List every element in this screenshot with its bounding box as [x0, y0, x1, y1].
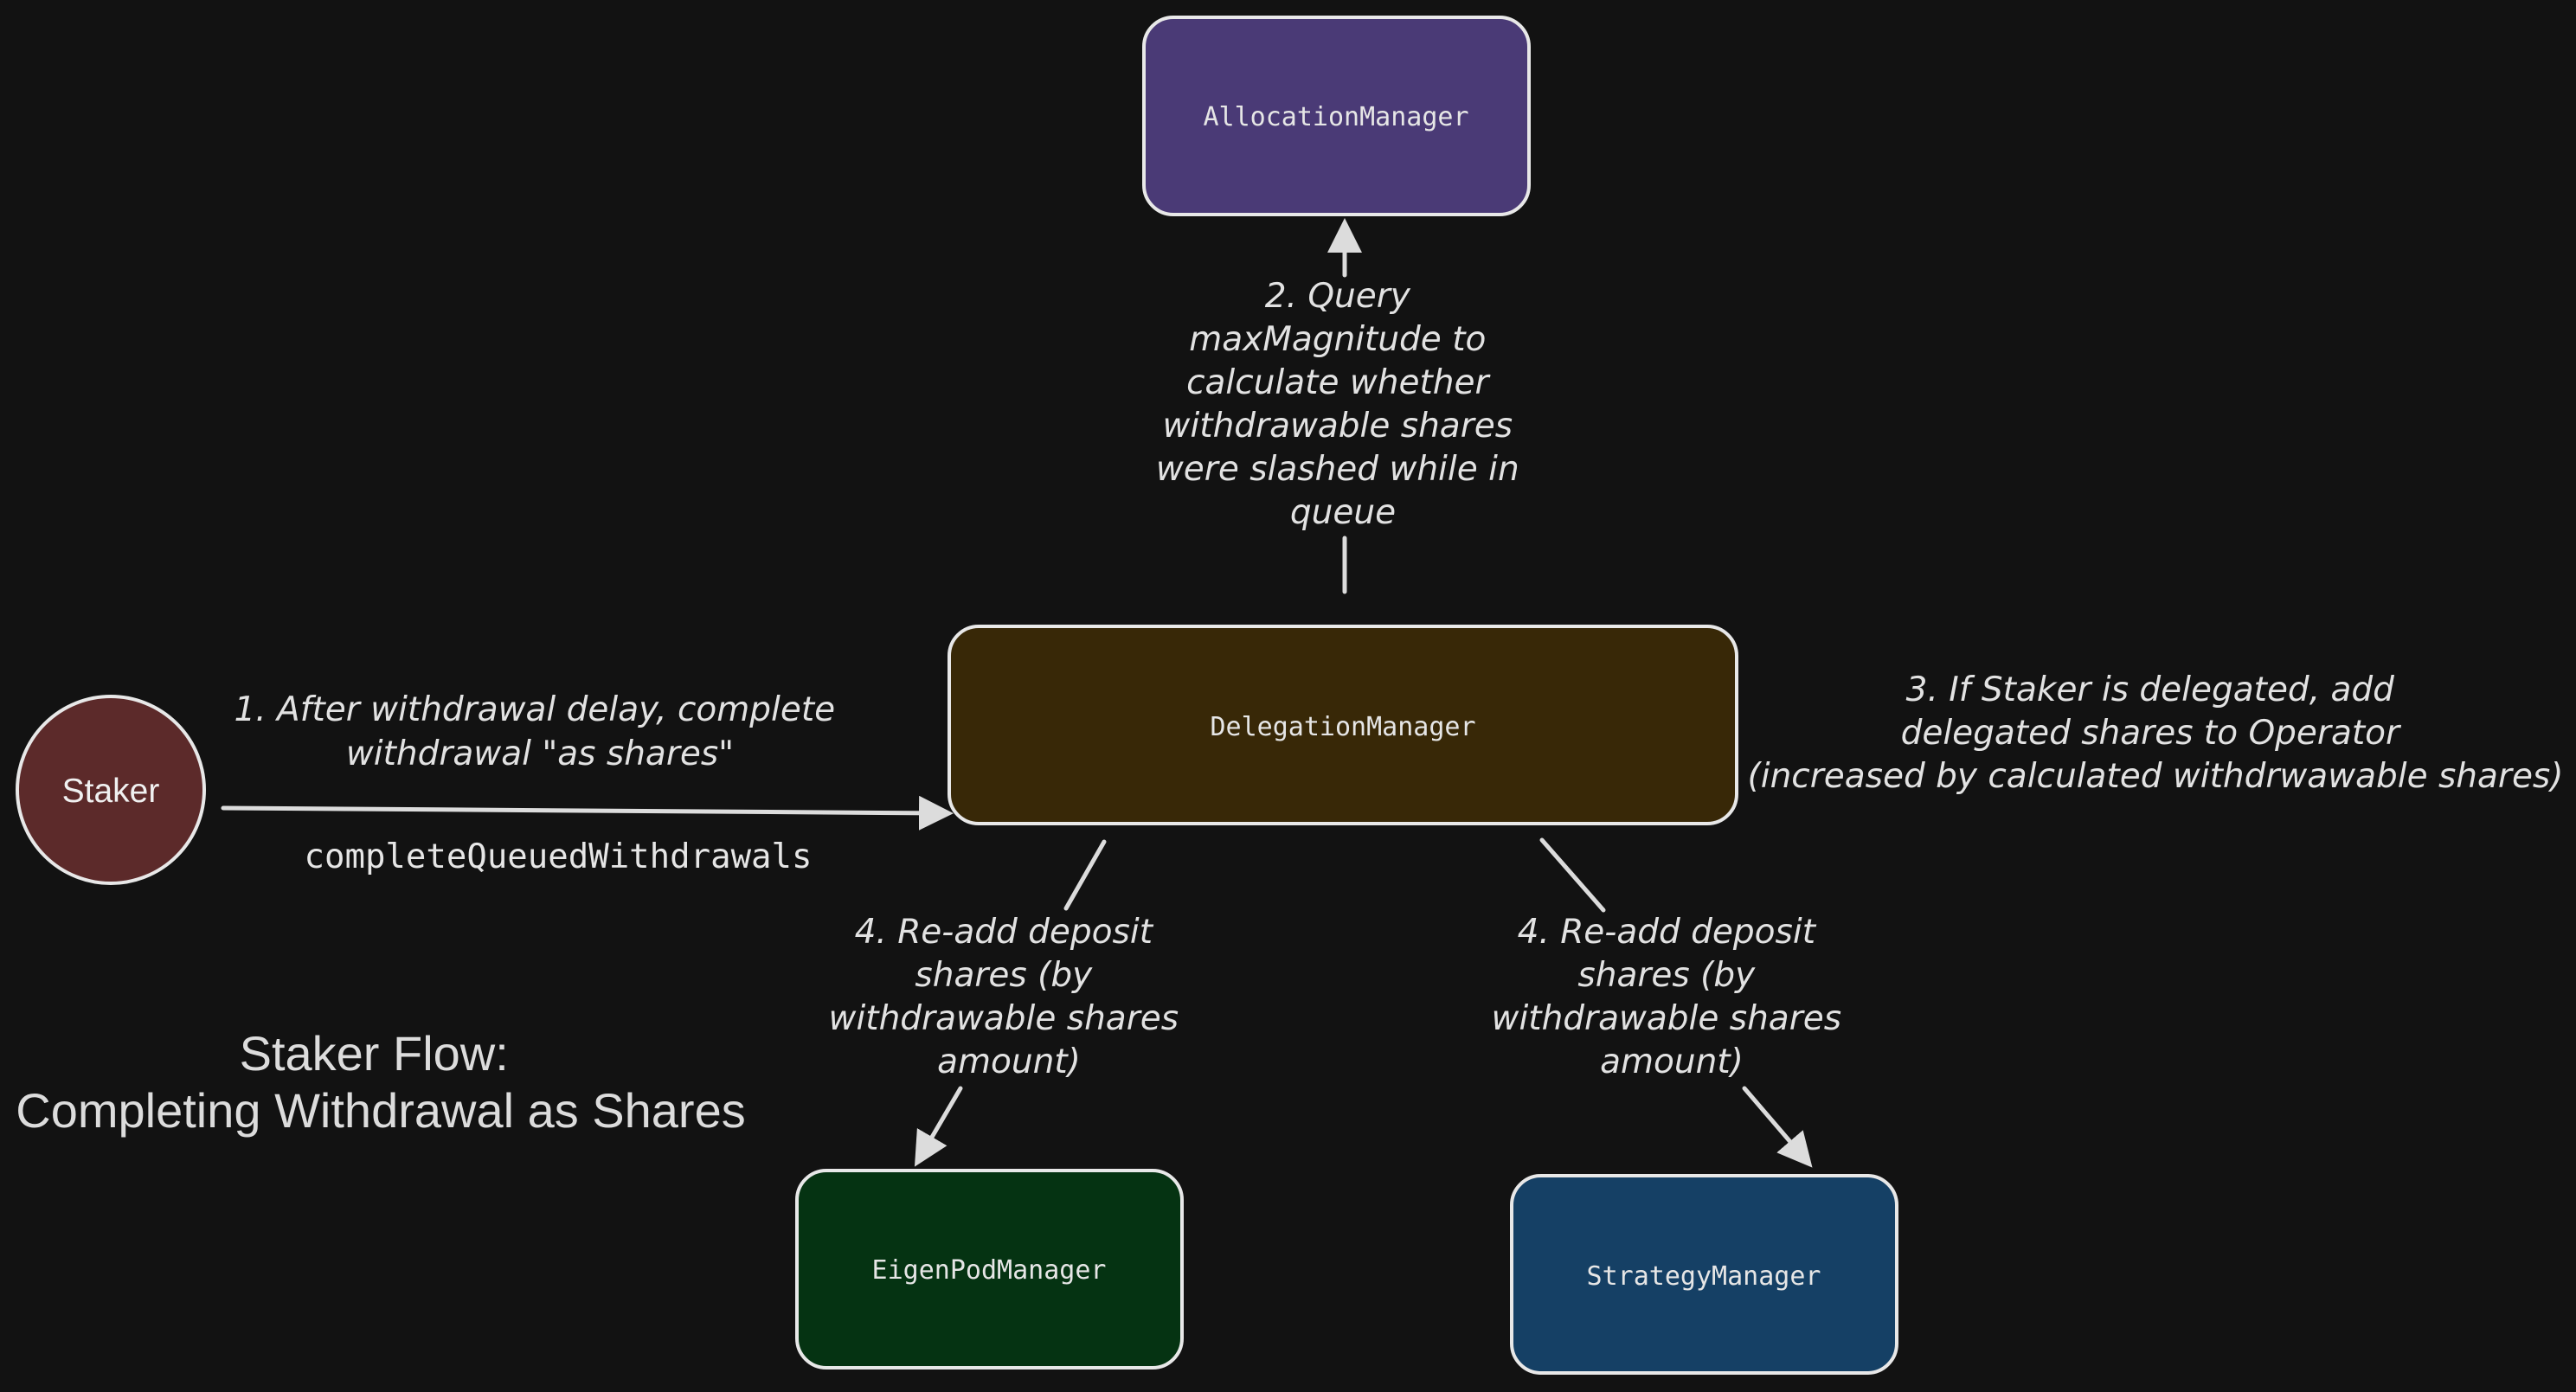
- edge-delegation-to-eigenpod-upper[interactable]: [1063, 839, 1107, 911]
- delegation-manager-node[interactable]: DelegationManager: [948, 625, 1738, 825]
- edge-label-delegate-line: delegated shares to Operator: [1901, 714, 2402, 753]
- edge-label-delegate: 3. If Staker is delegated, add delegated…: [1748, 670, 2564, 796]
- edge-staker-to-delegation[interactable]: [221, 795, 954, 831]
- eigenpod-manager-box: [795, 1169, 1184, 1370]
- staker-node[interactable]: Staker: [16, 695, 206, 885]
- edge-delegation-to-strategy-upper[interactable]: [1539, 837, 1606, 913]
- allocation-manager-node[interactable]: AllocationManager: [1142, 16, 1531, 216]
- edge-label-readd-eigenpod-line: 4. Re-add deposit: [855, 913, 1154, 952]
- edge-label-complete-line: 1. After withdrawal delay, complete: [234, 690, 835, 729]
- edge-label-query: 2. Query maxMagnitude to calculate wheth…: [1156, 277, 1530, 532]
- edge-label-delegate-line: (increased by calculated withdrwawable s…: [1748, 757, 2564, 796]
- edge-label-readd-strategy-line: 4. Re-add deposit: [1518, 913, 1817, 952]
- edge-label-query-line: 2. Query: [1265, 277, 1411, 316]
- edge-label-readd-strategy-line: amount): [1600, 1042, 1744, 1081]
- edge-label-readd-eigenpod: 4. Re-add deposit shares (by withdrawabl…: [829, 913, 1190, 1081]
- diagram-title-line: Completing Withdrawal as Shares: [16, 1083, 745, 1138]
- edge-label-query-line: queue: [1290, 493, 1396, 532]
- edge-label-query-line: were slashed while in: [1156, 450, 1519, 489]
- eigenpod-manager-label: EigenPodManager: [872, 1255, 1107, 1286]
- edge-delegation-to-eigenpod-lower[interactable]: [914, 1086, 963, 1167]
- allocation-manager-box: [1142, 16, 1531, 216]
- edge-label-readd-eigenpod-line: withdrawable shares: [829, 999, 1179, 1038]
- edge-label-readd-eigenpod-line: shares (by: [915, 956, 1093, 995]
- edge-label-readd-strategy-line: withdrawable shares: [1492, 999, 1842, 1038]
- staker-circle: [16, 695, 206, 885]
- edge-label-delegate-line: 3. If Staker is delegated, add: [1906, 670, 2394, 709]
- method-name-label: completeQueuedWithdrawals: [305, 837, 813, 876]
- eigenpod-manager-node[interactable]: EigenPodManager: [795, 1169, 1184, 1370]
- edge-delegation-to-strategy-lower[interactable]: [1742, 1086, 1813, 1168]
- diagram-title-line: Staker Flow:: [240, 1026, 509, 1081]
- edge-label-query-line: maxMagnitude to: [1189, 320, 1486, 359]
- strategy-manager-label: StrategyManager: [1587, 1261, 1821, 1292]
- delegation-manager-box: [948, 625, 1738, 825]
- staker-label: Staker: [62, 773, 160, 810]
- edge-label-complete: 1. After withdrawal delay, complete with…: [234, 690, 845, 773]
- edge-label-readd-strategy: 4. Re-add deposit shares (by withdrawabl…: [1492, 913, 1853, 1081]
- strategy-manager-node[interactable]: StrategyManager: [1510, 1174, 1898, 1375]
- delegation-manager-label: DelegationManager: [1210, 712, 1475, 742]
- edge-label-readd-strategy-line: shares (by: [1577, 956, 1756, 995]
- edge-label-query-line: withdrawable shares: [1163, 407, 1513, 446]
- diagram-title: Staker Flow: Completing Withdrawal as Sh…: [16, 1026, 745, 1138]
- edge-label-complete-line: withdrawal "as shares": [346, 734, 734, 773]
- strategy-manager-box: [1510, 1174, 1898, 1375]
- edge-label-query-line: calculate whether: [1186, 363, 1491, 402]
- edge-label-readd-eigenpod-line: amount): [937, 1042, 1081, 1081]
- allocation-manager-label: AllocationManager: [1203, 102, 1468, 132]
